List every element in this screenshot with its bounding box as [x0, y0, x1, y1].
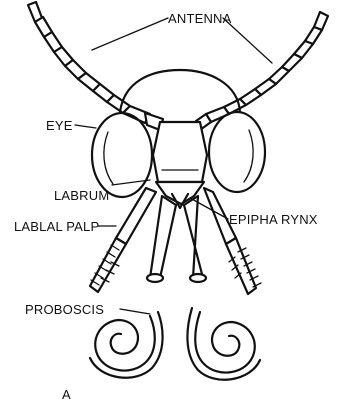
right-compound-eye: [209, 112, 265, 192]
label-labrum: LABRUM: [54, 188, 109, 203]
label-epipharynx: EPIPHA RYNX: [229, 212, 318, 227]
label-proboscis: PROBOSCIS: [25, 302, 104, 317]
label-panel-letter: A: [62, 387, 71, 400]
clypeus: [153, 122, 207, 182]
right-labial-palp: [204, 188, 261, 294]
label-labial-palp: LABLAL PALP: [14, 219, 99, 234]
left-labial-palp: [90, 188, 156, 292]
mandibles: [147, 196, 206, 282]
label-eye: EYE: [46, 118, 73, 133]
left-compound-eye: [92, 113, 152, 197]
left-antenna: [28, 2, 163, 130]
left-proboscis-coil: [90, 312, 163, 378]
right-proboscis-coil: [187, 308, 260, 380]
label-antenna: ANTENNA: [168, 11, 232, 26]
head-capsule: [120, 70, 240, 112]
right-antenna: [196, 12, 328, 130]
